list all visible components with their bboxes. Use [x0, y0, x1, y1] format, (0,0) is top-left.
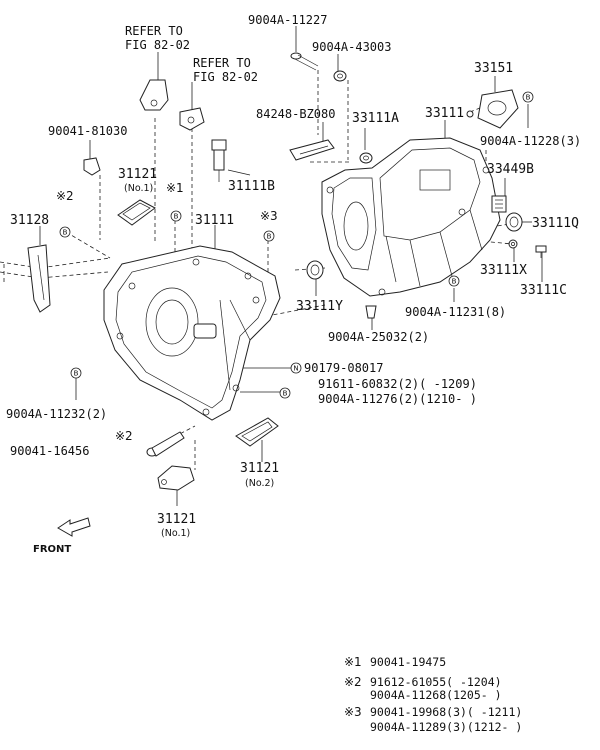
- note2-symbol: ※2: [115, 429, 133, 443]
- part-number-label: 84248-BZ080: [256, 107, 335, 121]
- part-number-label: 33111: [425, 106, 464, 121]
- note2-legend-part: 91612-61055( -1204): [370, 675, 502, 689]
- part-number-label: 31121: [240, 461, 279, 476]
- seal-part: [359, 152, 373, 164]
- part-number-label: 90179-08017: [304, 361, 383, 375]
- part-number-label: 33151: [474, 61, 513, 76]
- part-number-label: 33111C: [520, 283, 567, 298]
- bracket-left-part: [27, 244, 51, 313]
- note2-legend-part-alt: 9004A-11268(1205- ): [370, 688, 502, 702]
- small-block-part: [491, 195, 507, 213]
- b-mark-label: B: [526, 94, 531, 102]
- cover-plate-bottom-part: [157, 465, 195, 491]
- refer-to-label: REFER TO: [125, 24, 183, 38]
- front-arrow-icon: [57, 517, 91, 537]
- note2-legend-symbol: ※2: [344, 675, 362, 689]
- part-number-label: 33111Q: [532, 216, 579, 231]
- part-number-label: 31128: [10, 213, 49, 228]
- b-mark-label: B: [63, 229, 68, 237]
- gasket-top-part: [117, 199, 156, 226]
- part-number-label: 33111X: [480, 263, 527, 278]
- nut-part: [333, 70, 347, 82]
- note1-legend-symbol: ※1: [344, 655, 362, 669]
- part-labels: REFER TO FIG 82-02 REFER TO FIG 82-02 90…: [6, 13, 581, 555]
- part-number-label: 9004A-43003: [312, 40, 391, 54]
- gasket-no2-part: [235, 417, 279, 447]
- note3-legend-part: 90041-19968(3)( -1211): [370, 705, 522, 719]
- part-number-label: 9004A-25032(2): [328, 330, 429, 344]
- oil-seal-right-part: [505, 212, 523, 232]
- notes-legend: ※1 90041-19475 ※2 91612-61055( -1204) 90…: [344, 655, 522, 734]
- b-mark-label: B: [174, 213, 179, 221]
- bracket-second-part: [179, 107, 205, 131]
- transmission-case-part: [321, 137, 501, 297]
- part-variant-label: (No.1): [124, 183, 153, 194]
- refer-fig-label: FIG 82-02: [125, 38, 190, 52]
- part-number-label: 91611-60832(2)( -1209): [318, 377, 477, 391]
- plug-part: [535, 245, 547, 258]
- b-mark-label: B: [74, 370, 79, 378]
- part-variant-label: (No.1): [161, 528, 190, 539]
- part-number-label: 9004A-11228(3): [480, 134, 581, 148]
- clutch-housing-part: [103, 245, 281, 421]
- bracket-upper-part: [139, 79, 169, 111]
- note3-legend-symbol: ※3: [344, 705, 362, 719]
- part-number-label: 9004A-11232(2): [6, 407, 107, 421]
- part-number-label: 33111Y: [296, 299, 343, 314]
- bolt-part: [290, 52, 319, 71]
- clip-part: [83, 157, 101, 176]
- n-mark-label: N: [293, 365, 298, 373]
- part-number-label: 31111B: [228, 179, 275, 194]
- part-number-label: 33111A: [352, 111, 399, 126]
- note2-symbol: ※2: [56, 189, 74, 203]
- note3-symbol: ※3: [260, 209, 278, 223]
- part-number-label: 9004A-11276(2)(1210- ): [318, 392, 477, 406]
- part-number-label: 31111: [195, 213, 234, 228]
- part-number-label: 90041-81030: [48, 124, 127, 138]
- note3-legend-part-alt: 9004A-11289(3)(1212- ): [370, 720, 522, 734]
- b-mark-label: B: [452, 278, 457, 286]
- pin-part: [365, 305, 377, 319]
- note1-symbol: ※1: [166, 181, 184, 195]
- cover-plate-part: [477, 89, 519, 129]
- b-mark-label: B: [283, 390, 288, 398]
- front-label: FRONT: [33, 544, 71, 555]
- washer-part: [508, 239, 518, 249]
- plate-part: [289, 139, 335, 161]
- part-number-label: 33449B: [487, 162, 534, 177]
- note1-legend-part: 90041-19475: [370, 655, 446, 669]
- part-number-label: 90041-16456: [10, 444, 89, 458]
- b-mark-circles: B B B B B B B N: [59, 91, 534, 399]
- part-number-label: 31121: [157, 512, 196, 527]
- part-number-label: 9004A-11231(8): [405, 305, 506, 319]
- part-number-label: 31121: [118, 167, 157, 182]
- part-number-label: 9004A-11227: [248, 13, 327, 27]
- oil-seal-left-part: [306, 260, 324, 280]
- part-variant-label: (No.2): [245, 478, 274, 489]
- b-mark-label: B: [267, 233, 272, 241]
- stud-bolt-part: [146, 431, 185, 457]
- sensor-part: [211, 139, 227, 182]
- refer-to-label: REFER TO: [193, 56, 251, 70]
- refer-fig-label: FIG 82-02: [193, 70, 258, 84]
- leader-lines: [39, 26, 543, 506]
- small-bolt-part: [466, 110, 474, 118]
